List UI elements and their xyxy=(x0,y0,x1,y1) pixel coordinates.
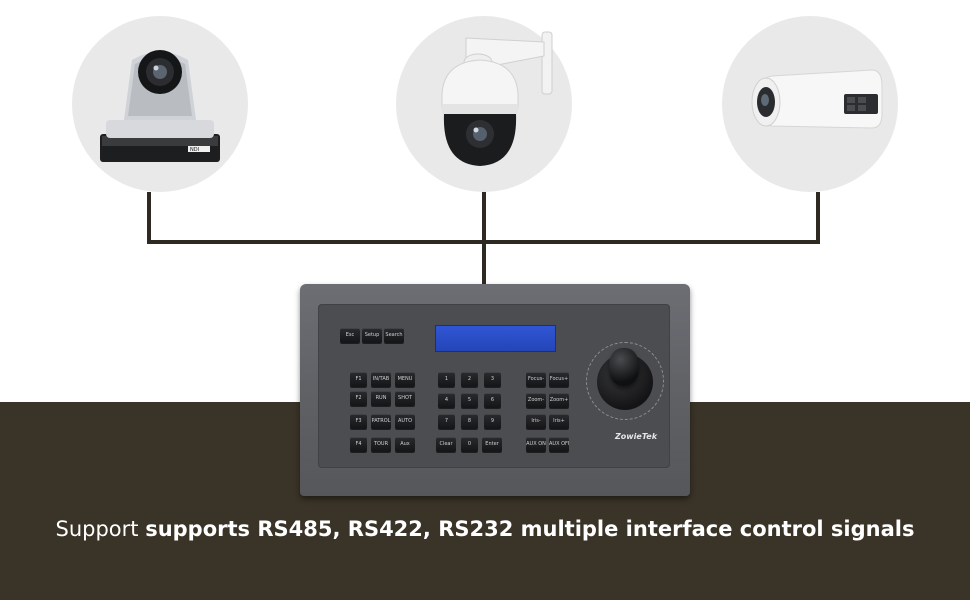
ptz-camera-circle: NDI xyxy=(72,16,248,192)
ndi-label: NDI xyxy=(190,147,199,153)
lens-key[interactable]: Zoom+ xyxy=(549,393,569,408)
speed-dome-camera-icon xyxy=(441,31,553,166)
num-key[interactable]: 7 xyxy=(438,414,455,429)
num-key[interactable]: 6 xyxy=(484,393,501,408)
fn-key[interactable]: F2 xyxy=(350,391,367,406)
wire-horizontal-bus xyxy=(147,240,820,244)
num-key[interactable]: 3 xyxy=(484,372,501,387)
enter-key[interactable]: Enter xyxy=(482,437,502,452)
fn-key[interactable]: SHOT xyxy=(395,391,415,406)
setup-key[interactable]: Setup xyxy=(362,328,382,343)
clear-key[interactable]: Clear xyxy=(436,437,456,452)
num-key[interactable]: 8 xyxy=(461,414,478,429)
fn-key[interactable]: TOUR xyxy=(371,437,391,452)
lens-key[interactable]: AUX ON xyxy=(526,437,546,452)
num-key[interactable]: 2 xyxy=(461,372,478,387)
fn-key[interactable]: Aux xyxy=(395,437,415,452)
caption-prefix: Support xyxy=(55,517,146,541)
brand-logo: ZowieTek xyxy=(614,432,658,441)
fn-key[interactable]: F1 xyxy=(350,372,367,387)
wire-center-drop xyxy=(482,192,486,286)
speed-dome-camera-circle xyxy=(396,16,572,192)
lens-key[interactable]: Focus- xyxy=(526,372,546,387)
fn-key[interactable]: IN/TAB xyxy=(371,372,391,387)
lens-key[interactable]: Iris+ xyxy=(549,414,569,429)
num-key[interactable]: 1 xyxy=(438,372,455,387)
bullet-camera-circle xyxy=(722,16,898,192)
joystick-ring xyxy=(586,342,664,420)
fn-key[interactable]: MENU xyxy=(395,372,415,387)
fn-key[interactable]: RUN xyxy=(371,391,391,406)
num-key[interactable]: 5 xyxy=(461,393,478,408)
wire-left-drop xyxy=(147,192,151,244)
num-key[interactable]: 4 xyxy=(438,393,455,408)
fn-key[interactable]: AUTO xyxy=(395,414,415,429)
lcd-display xyxy=(435,325,556,352)
ptz-camera-icon: NDI xyxy=(100,50,220,162)
search-key[interactable]: Search xyxy=(384,328,404,343)
joystick[interactable] xyxy=(609,348,639,386)
ptz-keyboard-controller: Esc Setup Search F1 IN/TAB MENU F2 RUN S… xyxy=(300,284,690,496)
esc-key[interactable]: Esc xyxy=(340,328,360,343)
num-key[interactable]: 9 xyxy=(484,414,501,429)
lens-key[interactable]: Focus+ xyxy=(549,372,569,387)
fn-key[interactable]: F3 xyxy=(350,414,367,429)
fn-key[interactable]: F4 xyxy=(350,437,367,452)
lens-key[interactable]: Zoom- xyxy=(526,393,546,408)
lens-key[interactable]: AUX OFF xyxy=(549,437,569,452)
wire-right-drop xyxy=(816,192,820,244)
bullet-camera-icon xyxy=(751,69,883,129)
lens-key[interactable]: Iris- xyxy=(526,414,546,429)
caption-bold: supports RS485, RS422, RS232 multiple in… xyxy=(145,517,915,541)
fn-key[interactable]: PATROL xyxy=(371,414,391,429)
caption: Support supports RS485, RS422, RS232 mul… xyxy=(0,517,970,541)
num-key[interactable]: 0 xyxy=(461,437,478,452)
